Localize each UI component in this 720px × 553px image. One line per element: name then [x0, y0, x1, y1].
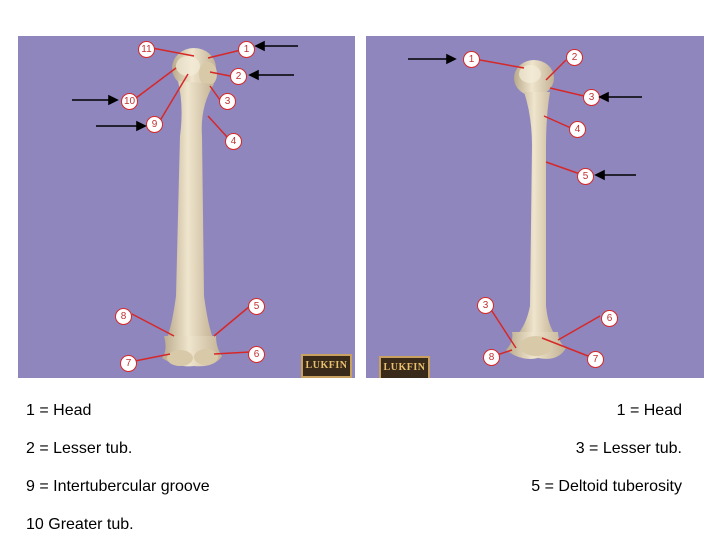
callout-label: 7 [587, 351, 604, 368]
pointer-arrows [72, 40, 642, 181]
legend-item: 1 = Head [26, 402, 92, 419]
callout-label: 6 [248, 346, 265, 363]
legend-item: 2 = Lesser tub. [26, 440, 133, 457]
legend-item: 3 = Lesser tub. [575, 440, 682, 457]
legend-item: 10 Greater tub. [26, 516, 134, 533]
arrow-left-icon [254, 40, 265, 52]
callout-label: 5 [248, 298, 265, 315]
callout-label: 6 [601, 310, 618, 327]
arrow-right-icon [108, 94, 119, 106]
humerus-shaft [516, 92, 556, 336]
legend-item: 9 = Intertubercular groove [26, 478, 210, 495]
arrow-right-icon [446, 53, 457, 65]
callout-label: 4 [225, 133, 242, 150]
humerus-shaft [166, 81, 214, 341]
callout-label: 1 [238, 41, 255, 58]
callout-label: 7 [120, 355, 137, 372]
right-humerus-photo: 1 2 3 4 5 3 6 8 7 LUKFIN [366, 36, 704, 378]
callout-label: 11 [138, 41, 155, 58]
arrow-left-icon [594, 169, 605, 181]
callout-label: 2 [230, 68, 247, 85]
legend-left: 1 = Head 2 = Lesser tub. 9 = Intertuberc… [26, 401, 326, 553]
left-humerus-photo: 11 1 2 10 3 9 4 8 5 7 6 LUKFIN [18, 36, 355, 378]
lukfin-logo: LUKFIN [379, 356, 430, 378]
callout-label: 8 [483, 349, 500, 366]
callout-label: 1 [463, 51, 480, 68]
callout-label: 8 [115, 308, 132, 325]
callout-label: 3 [477, 297, 494, 314]
legend-right: 1 = Head 3 = Lesser tub. 5 = Deltoid tub… [470, 401, 710, 515]
arrow-right-icon [136, 120, 147, 132]
callout-label: 4 [569, 121, 586, 138]
humerus-anterior-illustration [129, 47, 251, 367]
callout-label: 10 [121, 93, 138, 110]
callout-label: 5 [577, 168, 594, 185]
arrow-left-icon [598, 91, 609, 103]
legend-item: 5 = Deltoid tuberosity [531, 478, 682, 495]
legend-item: 1 = Head [616, 402, 682, 419]
humerus-posterior-illustration [479, 59, 601, 359]
arrow-left-icon [248, 69, 259, 81]
callout-label: 9 [146, 116, 163, 133]
callout-label: 2 [566, 49, 583, 66]
callout-label: 3 [219, 93, 236, 110]
lukfin-logo: LUKFIN [301, 354, 352, 378]
